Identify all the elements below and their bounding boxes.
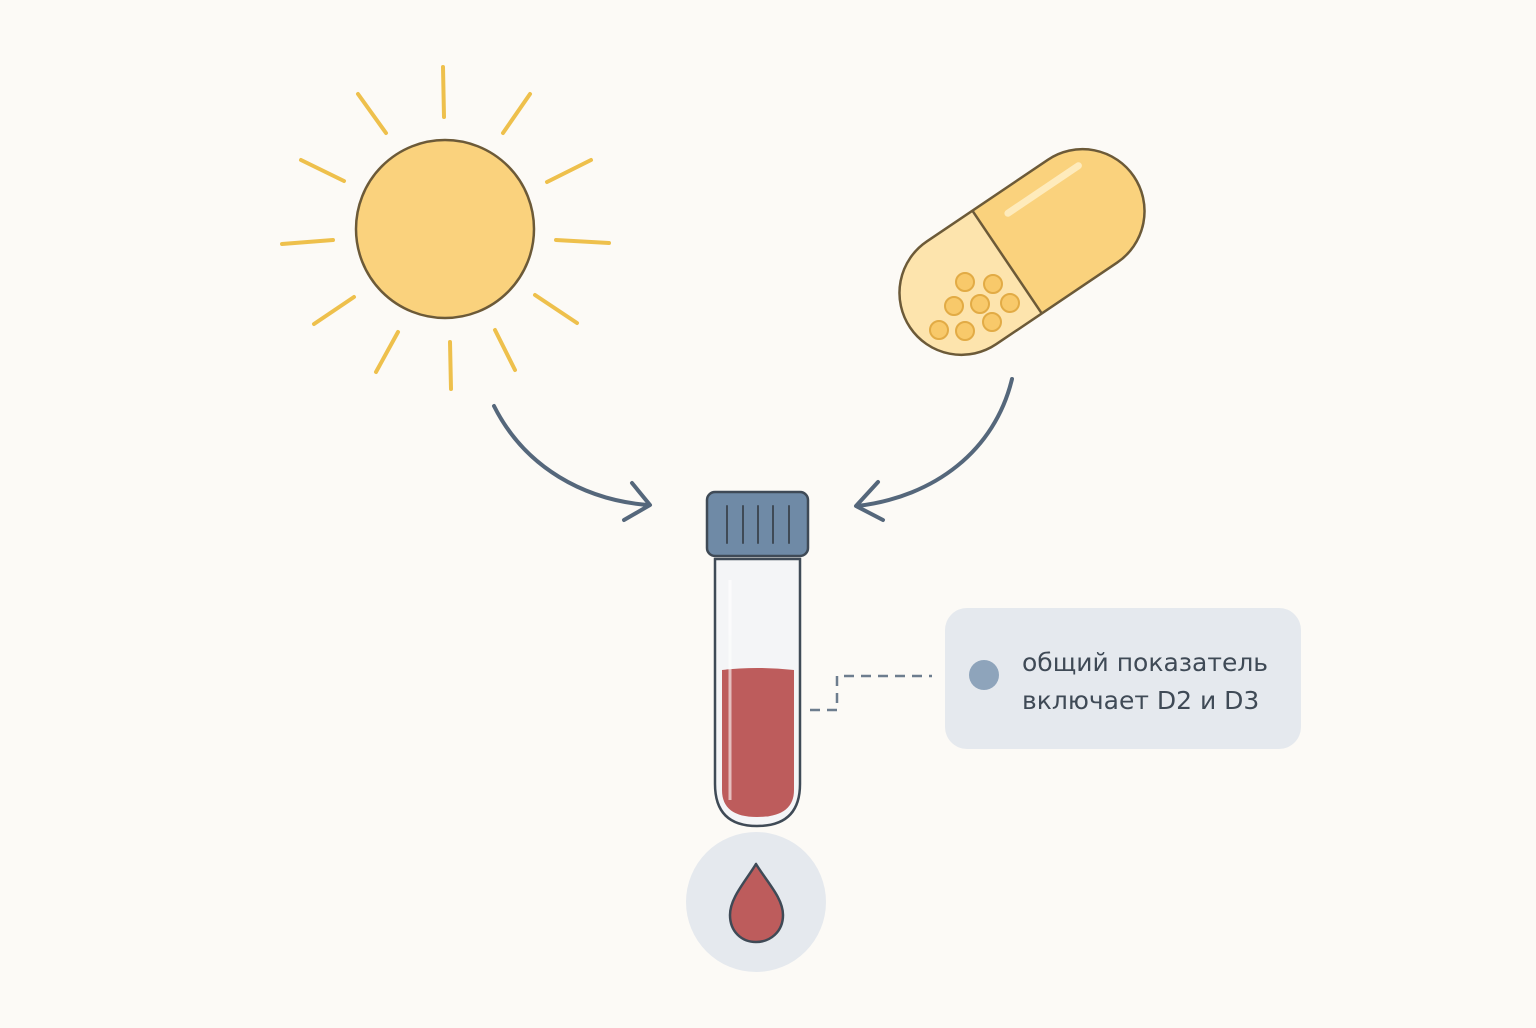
capsule-icon (875, 125, 1169, 379)
total-indicator-callout: общий показатель включает D2 и D3 (945, 608, 1301, 749)
callout-text: общий показатель включает D2 и D3 (1022, 644, 1292, 720)
callout-leader-line (810, 674, 932, 712)
arrow-capsule-to-tube (854, 377, 1014, 522)
dot-icon (969, 660, 999, 690)
arrow-sun-to-tube (492, 404, 652, 522)
blood-drop (728, 862, 785, 944)
sun-disc (354, 138, 536, 320)
callout-line-1: общий показатель (1022, 648, 1269, 677)
blood-drop-icon (686, 832, 826, 972)
capsule-beads (929, 272, 1020, 341)
sun-rays (280, 65, 611, 391)
tube-cap-ridges (726, 505, 790, 544)
callout-line-2: включает D2 и D3 (1022, 686, 1260, 715)
capsule-highlight (1004, 162, 1082, 217)
capsule-seam (971, 209, 1043, 315)
blood-test-tube-icon (705, 490, 810, 828)
sun-icon (280, 65, 611, 391)
tube-blood (722, 668, 794, 817)
